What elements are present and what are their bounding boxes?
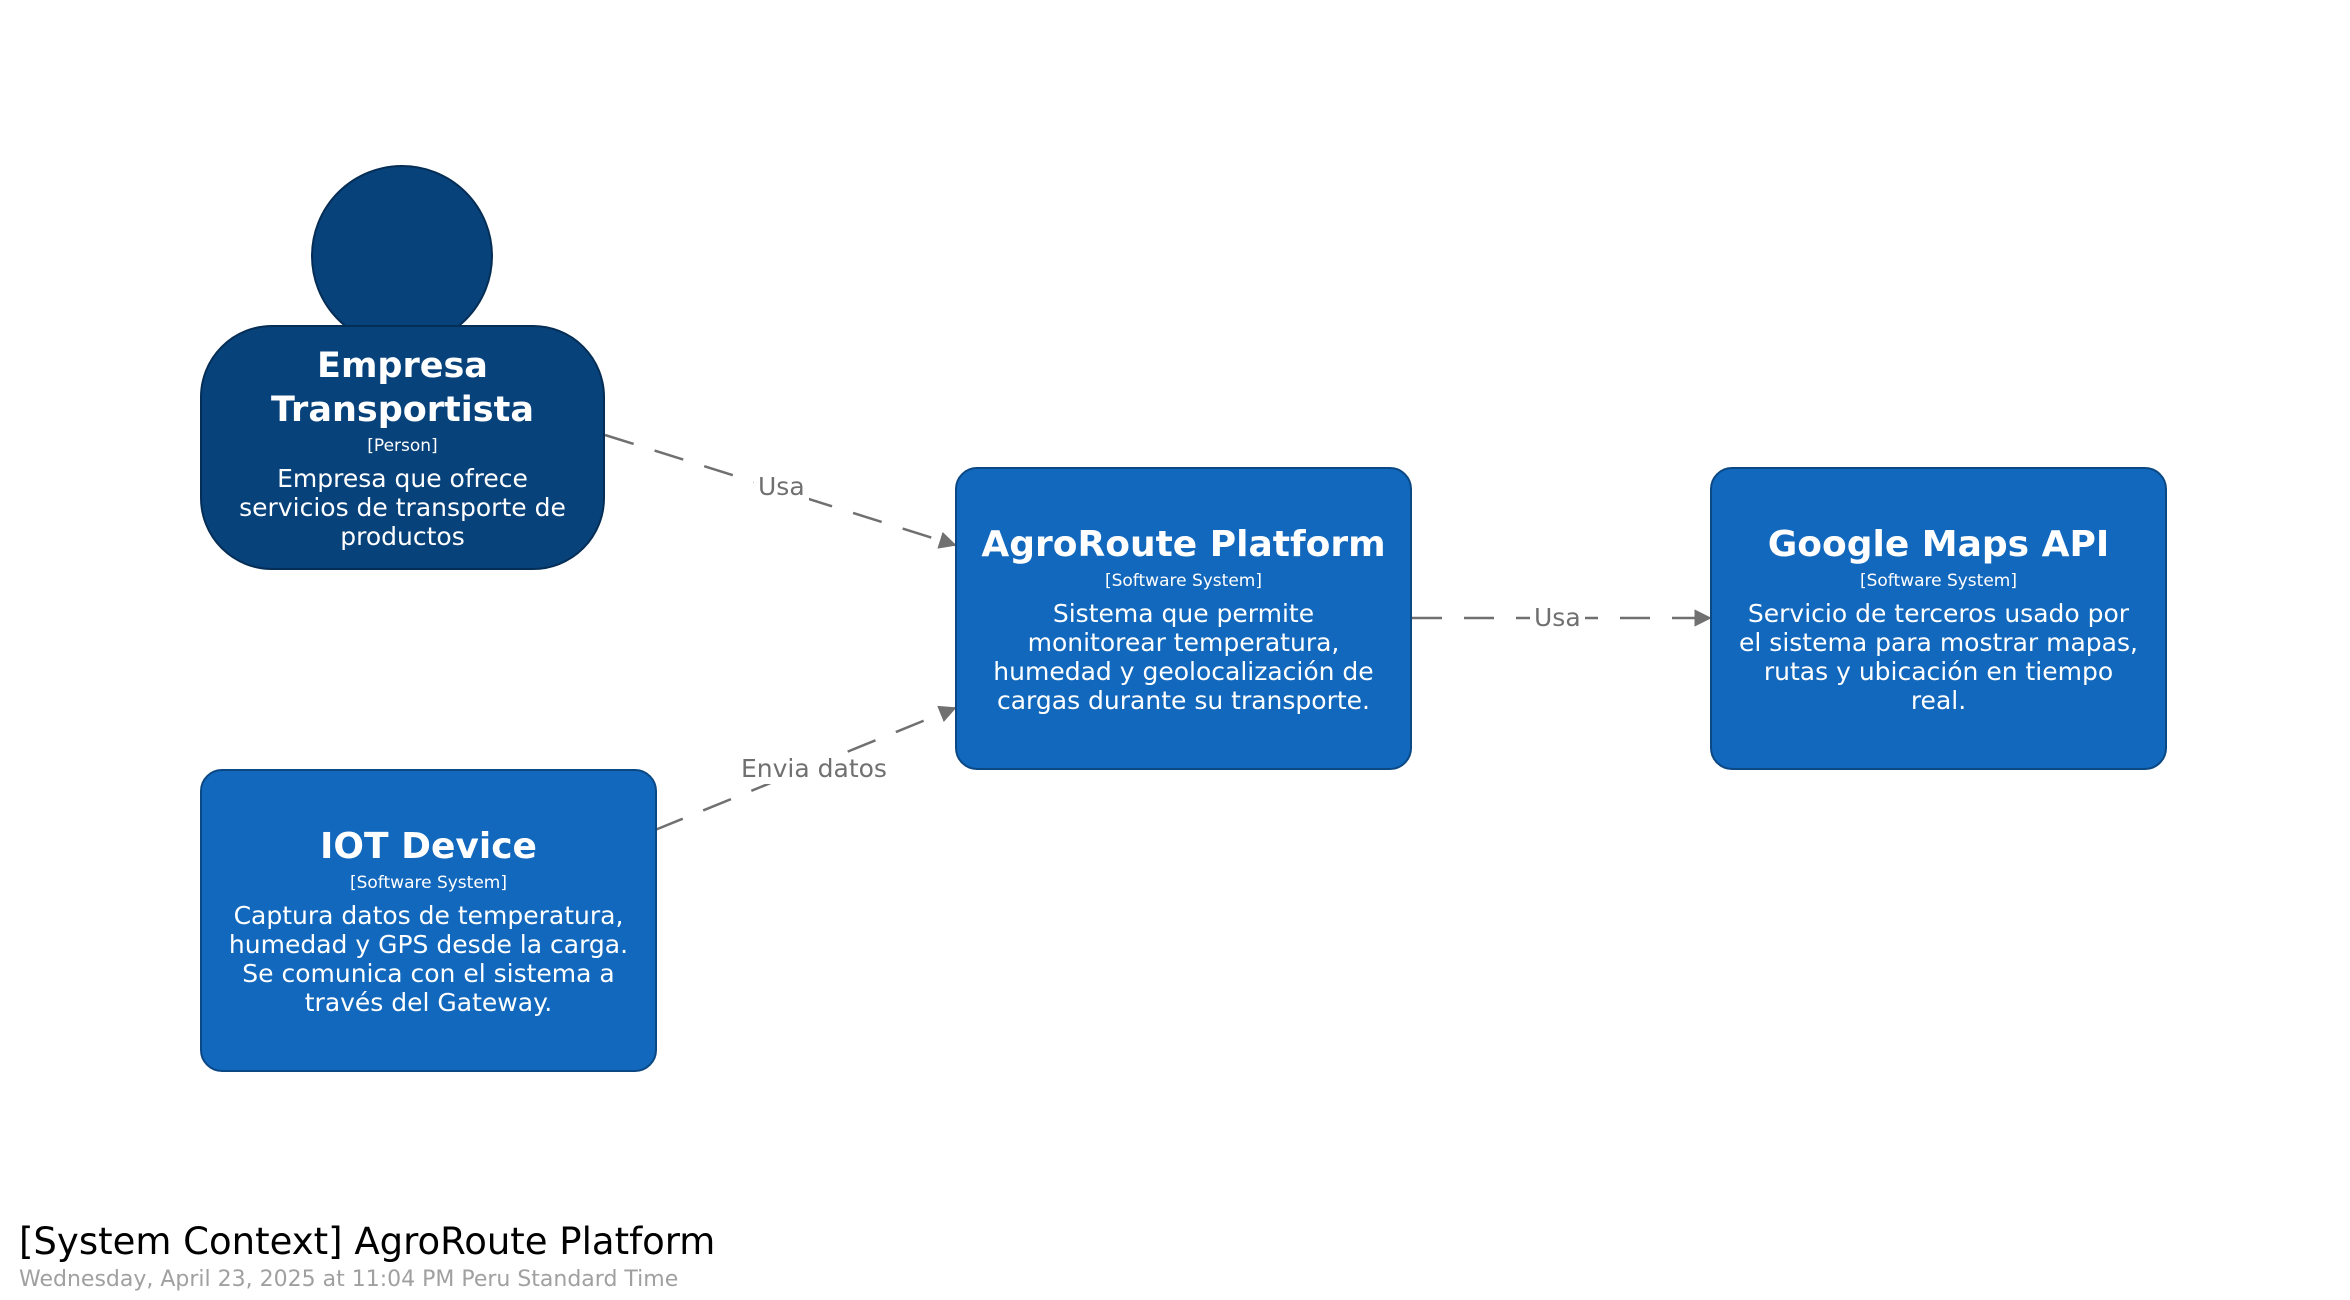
node-name: Google Maps API	[1767, 523, 2110, 565]
diagram-title: [System Context] AgroRoute Platform	[19, 1220, 716, 1263]
node-type: [Software System]	[1104, 570, 1262, 591]
node-name: IOT Device	[320, 825, 537, 867]
node-name: Empresa Transportista	[271, 346, 534, 430]
node-description: Captura datos de temperatura, humedad y …	[228, 900, 629, 1017]
node-description: Empresa que ofrece servicios de transpor…	[239, 464, 566, 551]
edge-label-empresa-usa: Usa	[754, 472, 809, 502]
node-description: Servicio de terceros usado por el sistem…	[1739, 598, 2138, 715]
node-type: [Software System]	[349, 872, 507, 893]
system-agroroute-platform[interactable]: AgroRoute Platform [Software System] Sis…	[955, 467, 1412, 770]
system-google-maps-api[interactable]: Google Maps API [Software System] Servic…	[1710, 467, 2167, 770]
diagram-timestamp: Wednesday, April 23, 2025 at 11:04 PM Pe…	[19, 1267, 679, 1292]
node-type: [Software System]	[1859, 570, 2017, 591]
node-type: [Person]	[367, 436, 438, 456]
system-iot-device[interactable]: IOT Device [Software System] Captura dat…	[200, 769, 657, 1072]
edge-label-iot-envia-datos: Envia datos	[737, 754, 891, 784]
person-head-icon	[311, 165, 493, 347]
node-name: AgroRoute Platform	[981, 523, 1386, 565]
node-description: Sistema que permite monitorear temperatu…	[993, 598, 1374, 715]
person-empresa-transportista[interactable]: Empresa Transportista [Person] Empresa q…	[200, 325, 605, 570]
edge-label-agroroute-usa: Usa	[1530, 603, 1585, 633]
